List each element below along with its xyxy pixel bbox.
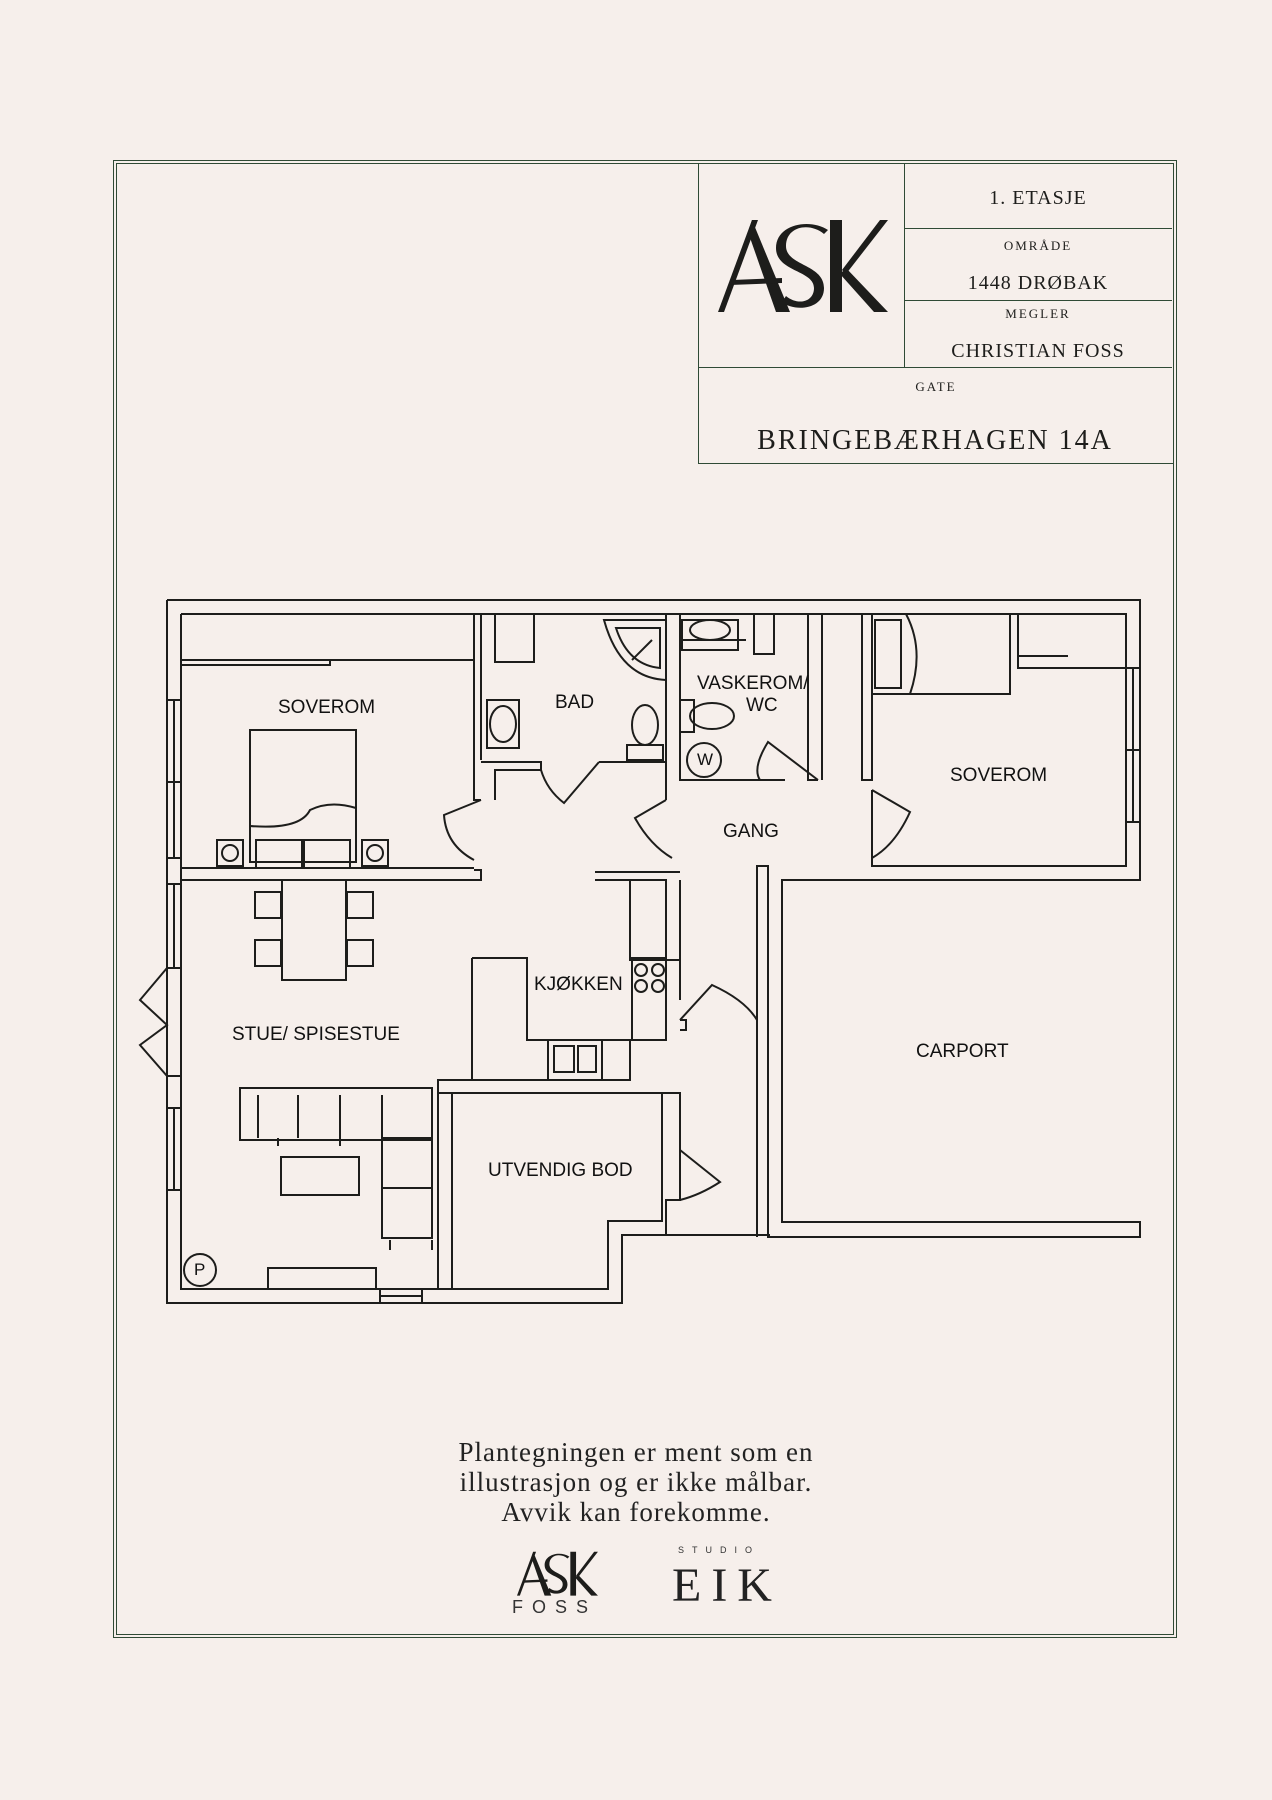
area-label: OMRÅDE [1003,238,1073,253]
broker-label: MEGLER [1005,306,1071,321]
room-label-storage: UTVENDIG BOD [488,1160,633,1181]
room-label-carport: CARPORT [916,1041,1009,1062]
outer-wall-left [166,600,770,1304]
washer-symbol: W [697,750,714,769]
area-value: 1448 DRØBAK [967,272,1109,294]
room-label-bedroom-right: SOVEROM [950,765,1048,786]
room-label-laundry-line2: WC [746,695,778,716]
footer-foss: FOSS [512,1597,598,1617]
parking-symbol: P [194,1260,206,1279]
outer-wall [167,599,1141,1238]
footer-studio: STUDIO [678,1545,761,1555]
floor-label: 1. ETASJE [989,187,1087,209]
street-label: GATE [915,379,957,394]
disclaimer-line-3: Avvik kan forekomme. [501,1497,771,1527]
room-label-hallway: GANG [723,821,779,842]
room-label-living: STUE/ SPISESTUE [232,1024,400,1045]
street-value: BRINGEBÆRHAGEN 14A [757,425,1113,456]
outer-frame [113,160,1177,1638]
footer-eik: EIK [672,1559,782,1612]
room-label-bedroom-left: SOVEROM [278,697,376,718]
room-label-kitchen: KJØKKEN [534,974,623,995]
disclaimer-line-2: illustrasjon og er ikke målbar. [459,1467,813,1497]
ask-logo [718,220,888,312]
disclaimer-line-1: Plantegningen er ment som en [458,1437,814,1467]
footer-ask-logo [517,1551,598,1596]
disclaimer: Plantegningen er ment som en illustrasjo… [0,1437,1272,1527]
inner-frame [116,163,1174,1635]
room-label-bathroom: BAD [555,692,595,713]
room-label-laundry-line1: VASKEROM/ [697,673,809,694]
broker-value: CHRISTIAN FOSS [951,340,1125,362]
